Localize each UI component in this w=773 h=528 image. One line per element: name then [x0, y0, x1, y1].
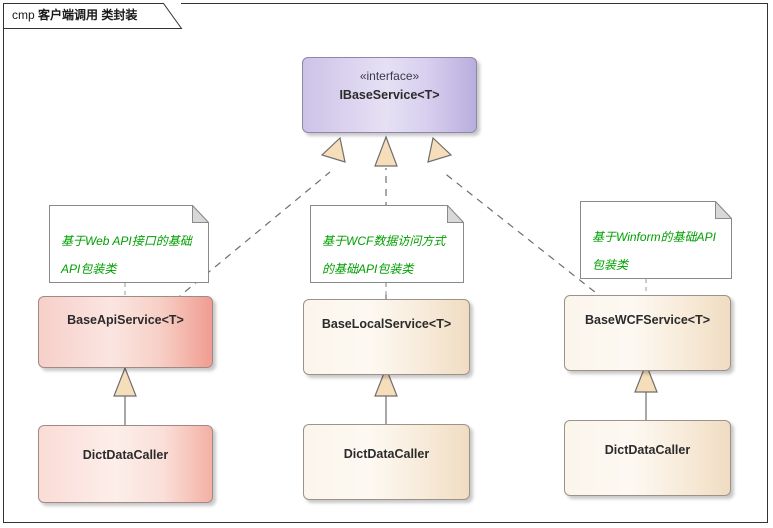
note-winform-text: 基于Winform的基础API 包装类 [592, 230, 716, 272]
note-api[interactable]: 基于Web API接口的基础 API包装类 [49, 205, 209, 283]
frame-title: 客户端调用 类封装 [38, 8, 138, 22]
note-shape-icon [580, 201, 732, 279]
class-name-dictdatacaller-local: DictDataCaller [343, 447, 430, 461]
diagram-frame [3, 3, 768, 523]
class-name-baseapiservice: BaseApiService<T> [67, 313, 184, 327]
class-node-baselocalservice[interactable]: BaseLocalService<T> [303, 299, 470, 375]
class-node-dictdatacaller-local[interactable]: DictDataCaller [303, 424, 470, 500]
note-wcf-data[interactable]: 基于WCF数据访问方式 的基础API包装类 [310, 205, 464, 283]
frame-tab-shape [3, 3, 183, 29]
class-node-dictdatacaller-wcf[interactable]: DictDataCaller [564, 420, 731, 496]
note-shape-icon [310, 205, 464, 283]
class-node-basewcfservice[interactable]: BaseWCFService<T> [564, 295, 731, 371]
frame-keyword: cmp [12, 8, 35, 22]
class-name-dictdatacaller-api: DictDataCaller [82, 448, 169, 462]
diagram-frame-tab: cmp 客户端调用 类封装 [3, 3, 183, 29]
note-shape-icon [49, 205, 209, 283]
frame-tab-label: cmp 客户端调用 类封装 [12, 7, 137, 23]
interface-stereotype: «interface» [359, 69, 420, 83]
class-node-dictdatacaller-api[interactable]: DictDataCaller [38, 425, 213, 503]
class-node-ibaseservice[interactable]: «interface» IBaseService<T> [302, 57, 477, 133]
class-name-dictdatacaller-wcf: DictDataCaller [604, 443, 691, 457]
class-name-basewcfservice: BaseWCFService<T> [584, 313, 711, 327]
note-winform[interactable]: 基于Winform的基础API 包装类 [580, 201, 732, 279]
note-api-text: 基于Web API接口的基础 API包装类 [61, 234, 192, 276]
note-wcf-text: 基于WCF数据访问方式 的基础API包装类 [322, 234, 446, 276]
class-node-baseapiservice[interactable]: BaseApiService<T> [38, 296, 213, 368]
interface-name: IBaseService<T> [339, 88, 440, 102]
class-name-baselocalservice: BaseLocalService<T> [321, 317, 452, 331]
